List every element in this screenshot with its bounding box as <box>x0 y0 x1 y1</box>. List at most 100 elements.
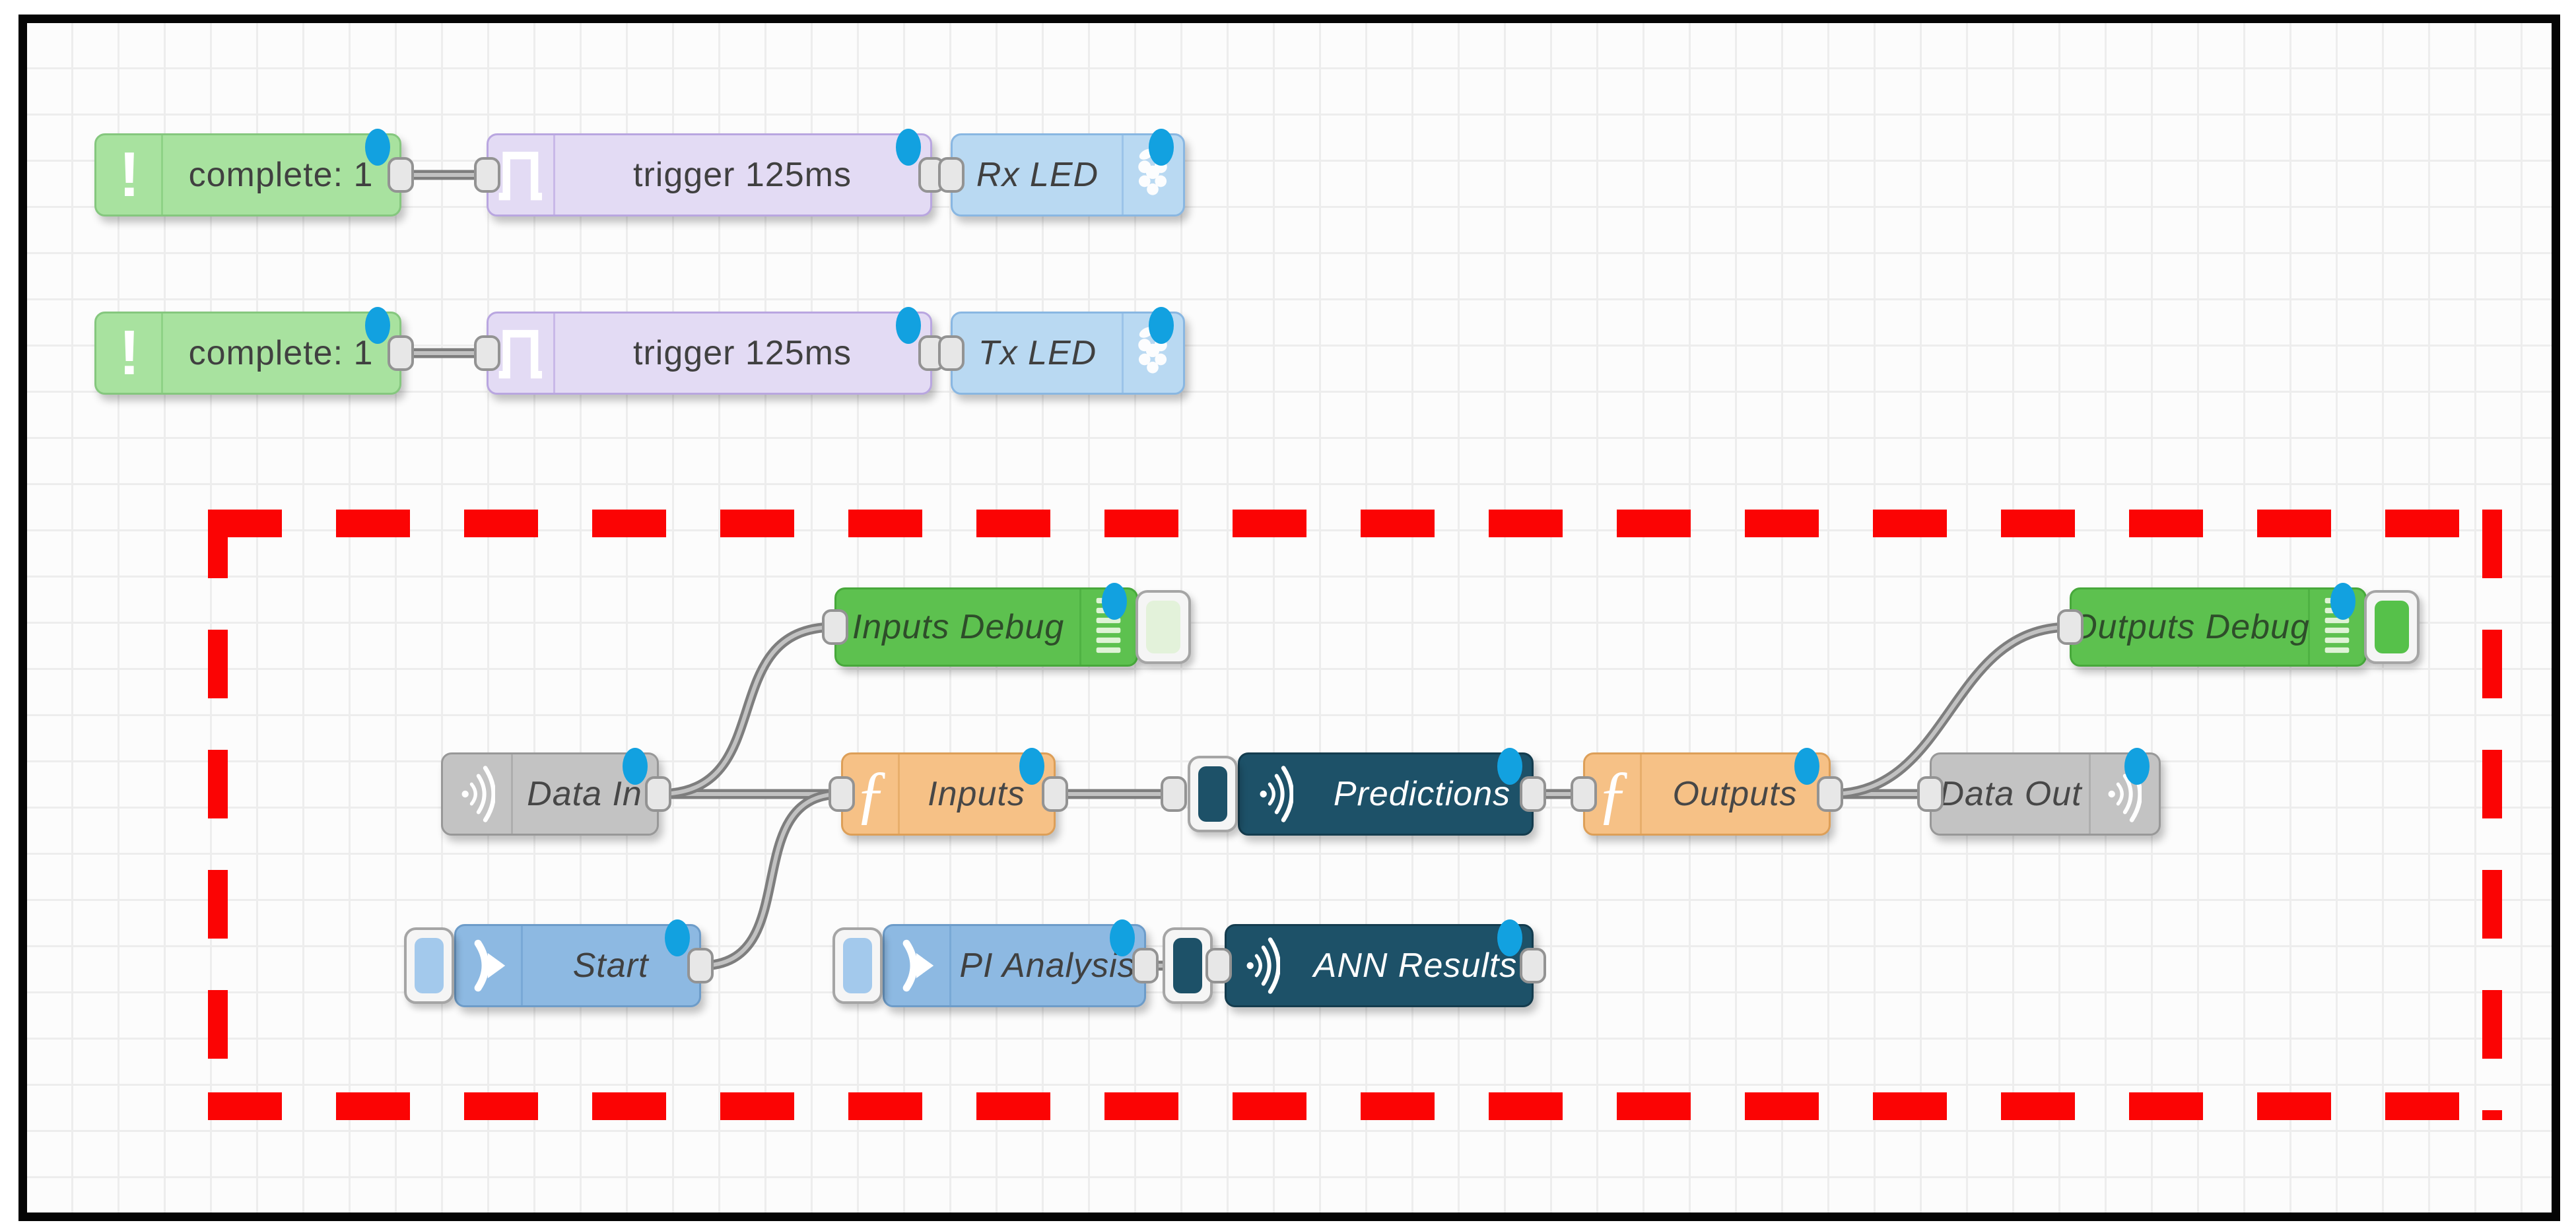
input-port[interactable] <box>1205 948 1232 983</box>
icon-separator <box>553 314 555 393</box>
inject-button-face <box>1198 766 1227 822</box>
inputs-function-node[interactable]: ƒ Inputs <box>829 748 1068 836</box>
function-icon: ƒ <box>854 757 888 830</box>
debug-toggle-button[interactable] <box>1135 590 1191 664</box>
modified-badge <box>665 919 690 956</box>
debug-toggle-face <box>1146 601 1180 653</box>
start-inject-node[interactable]: Start <box>454 919 714 1007</box>
inject-button[interactable] <box>1163 927 1213 1004</box>
node-label: Data Out <box>1939 775 2082 813</box>
annotation-rectangle-edge <box>208 510 228 1120</box>
modified-badge <box>1149 129 1174 166</box>
icon-separator <box>161 135 163 215</box>
node-label: Data In <box>527 775 642 813</box>
debug-toggle-button[interactable] <box>2364 590 2420 664</box>
icon-separator <box>511 754 513 834</box>
modified-badge <box>623 748 648 785</box>
node-label: Tx LED <box>978 334 1097 372</box>
output-port[interactable] <box>388 335 414 371</box>
node-label: Start <box>572 947 649 985</box>
rx-led-node[interactable]: Rx LED <box>938 129 1185 216</box>
inject-button[interactable] <box>832 927 883 1004</box>
output-port[interactable] <box>687 948 714 983</box>
icon-separator <box>521 926 523 1005</box>
icon-separator <box>2308 589 2310 665</box>
trigger-rx-node[interactable]: trigger 125ms <box>474 129 945 216</box>
icon-separator <box>1079 589 1081 665</box>
icon-separator <box>949 926 951 1005</box>
wire[interactable] <box>1825 622 2075 799</box>
modified-badge <box>1149 307 1174 344</box>
audio-wave-icon <box>1240 754 1312 834</box>
input-port[interactable] <box>474 335 500 371</box>
input-port[interactable] <box>2057 609 2084 645</box>
audio-wave-icon <box>1227 926 1299 1005</box>
outputs-debug-node[interactable]: Outputs Debug <box>2057 583 2367 667</box>
node-label: complete: 1 <box>188 156 374 194</box>
node-label: Inputs <box>928 775 1025 813</box>
node-label: PI Analysis <box>959 947 1135 985</box>
tx-led-node[interactable]: Tx LED <box>938 307 1185 395</box>
node-label: Rx LED <box>976 156 1099 194</box>
exclamation-icon: ! <box>119 317 140 388</box>
modified-badge <box>1794 748 1819 785</box>
icon-separator <box>1640 754 1642 834</box>
inputs-debug-node[interactable]: Inputs Debug <box>822 583 1138 667</box>
predictions-node[interactable]: Predictions <box>1238 748 1546 836</box>
output-port[interactable] <box>645 776 671 812</box>
node-label: Inputs Debug <box>852 608 1065 646</box>
audio-wave-icon <box>443 754 512 834</box>
input-port[interactable] <box>938 335 965 371</box>
wire[interactable] <box>654 622 840 799</box>
inject-button-face <box>1173 938 1202 993</box>
output-port[interactable] <box>1520 948 1546 983</box>
input-port[interactable] <box>829 776 855 812</box>
output-port[interactable] <box>1520 776 1546 812</box>
node-label: complete: 1 <box>188 334 374 372</box>
exclamation-icon: ! <box>119 139 140 210</box>
pi-analysis-inject-node[interactable]: PI Analysis <box>883 919 1159 1007</box>
input-port[interactable] <box>1571 776 1597 812</box>
modified-badge <box>1497 748 1522 785</box>
input-port[interactable] <box>938 157 965 193</box>
ann-results-node[interactable]: ANN Results <box>1225 919 1546 1007</box>
modified-badge <box>1497 919 1522 956</box>
output-port[interactable] <box>388 157 414 193</box>
output-port[interactable] <box>1132 948 1159 983</box>
icon-separator <box>1122 314 1124 393</box>
output-port[interactable] <box>1042 776 1068 812</box>
data-out-node[interactable]: Data Out <box>1917 748 2161 836</box>
inject-button-face <box>415 938 444 993</box>
modified-badge <box>896 129 921 166</box>
wire[interactable] <box>696 789 846 971</box>
complete-tx-node[interactable]: ! complete: 1 <box>94 307 414 395</box>
icon-separator <box>898 754 900 834</box>
node-label: Outputs <box>1672 775 1798 813</box>
icon-separator <box>553 135 555 215</box>
input-port[interactable] <box>474 157 500 193</box>
input-port[interactable] <box>1917 776 1944 812</box>
complete-rx-node[interactable]: ! complete: 1 <box>94 129 414 216</box>
trigger-tx-node[interactable]: trigger 125ms <box>474 307 945 395</box>
icon-separator <box>161 314 163 393</box>
inject-button[interactable] <box>1188 756 1238 832</box>
inject-button-face <box>843 938 872 993</box>
input-port[interactable] <box>1161 776 1187 812</box>
data-in-node[interactable]: Data In <box>441 748 671 836</box>
pulse-icon <box>489 314 555 393</box>
icon-separator <box>1122 135 1124 215</box>
modified-badge <box>1102 583 1127 620</box>
node-label: ANN Results <box>1313 947 1518 985</box>
inject-arrow-icon <box>885 926 951 1005</box>
inject-button[interactable] <box>404 927 454 1004</box>
input-port[interactable] <box>822 609 848 645</box>
node-label: trigger 125ms <box>633 156 852 194</box>
modified-badge <box>2124 748 2150 785</box>
node-label: Predictions <box>1333 775 1511 813</box>
modified-badge <box>896 307 921 344</box>
annotation-rectangle-edge <box>208 510 2502 537</box>
output-port[interactable] <box>1817 776 1843 812</box>
